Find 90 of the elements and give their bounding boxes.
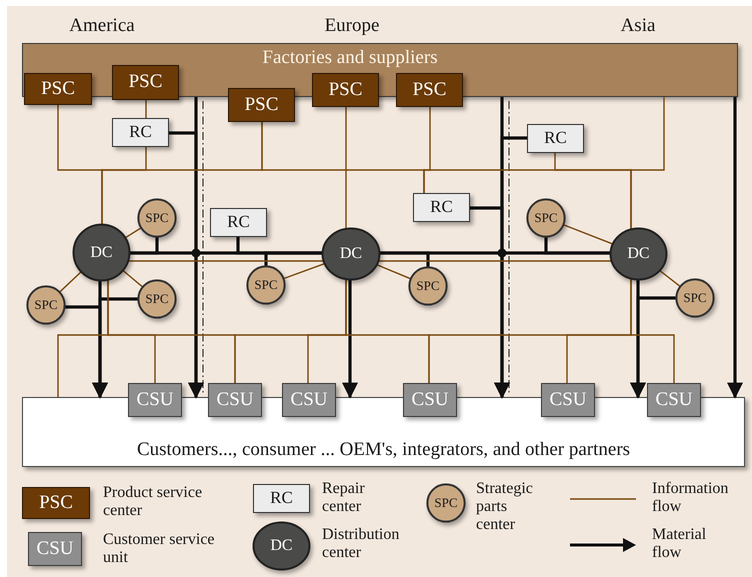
information-flow-line (125, 227, 142, 238)
material-flow-line (544, 237, 610, 255)
node-label: CSU (290, 390, 328, 410)
strategic-parts-circle (676, 279, 714, 317)
material-flow-line (630, 296, 676, 399)
information-flow-line (345, 107, 347, 228)
repair-center-box (210, 208, 267, 237)
distribution-center-circle (322, 228, 380, 280)
customer-service-unit-box (128, 383, 182, 417)
strategic-parts-circle (138, 199, 176, 237)
legend-label: Product service center (103, 484, 204, 520)
material-flow-line (342, 280, 358, 399)
node-label: PSC (41, 78, 75, 100)
legend-label: Customer service unit (103, 531, 216, 567)
information-flow-line (630, 279, 675, 383)
swatch-label: RC (270, 489, 293, 508)
region-heading: America (69, 15, 135, 37)
information-flow-line (128, 260, 324, 262)
node-label: DC (340, 245, 362, 263)
node-label: PSC (412, 80, 446, 100)
legend-label: Strategic parts center (476, 480, 534, 534)
swatch-label: PSC (39, 492, 73, 514)
customer-service-unit-box (403, 383, 457, 417)
product-service-center-box (228, 88, 295, 122)
swatch-label: CSU (36, 538, 74, 560)
node-label: CSU (656, 390, 692, 410)
strategic-parts-circle (527, 199, 565, 237)
node-label: CSU (216, 390, 254, 410)
repair-center-box (413, 193, 470, 222)
region-heading: Europe (324, 15, 380, 37)
strategic-parts-circle (138, 280, 176, 318)
product-service-center-box (24, 73, 92, 105)
node-label: Customers..., consumer ... OEM's, integrators, and other partners (136, 440, 630, 461)
node-label: DC (627, 245, 650, 263)
information-flow-line (59, 272, 82, 292)
information-flow-line (122, 270, 143, 288)
node-label: CSU (136, 390, 174, 410)
material-flow-line (130, 237, 159, 255)
swatch-label: DC (270, 537, 293, 555)
customer-service-unit-box (541, 383, 595, 417)
legend-label: Distribution center (322, 526, 400, 562)
customer-service-unit-box (208, 383, 262, 417)
swatch-label: SPC (434, 496, 458, 510)
customer-service-unit-box (282, 383, 336, 417)
node-label: SPC (254, 278, 278, 292)
node-label: SPC (145, 210, 169, 226)
information-flow-line (145, 100, 147, 118)
node-label: RC (227, 213, 250, 232)
information-flow-line (660, 270, 680, 287)
material-flow-line (380, 251, 430, 267)
node-label: SPC (34, 298, 58, 312)
repair-center-box (527, 124, 584, 153)
region-heading: Asia (620, 15, 656, 37)
strategic-parts-circle (247, 266, 285, 304)
material-flow-line (727, 97, 743, 399)
information-flow-line (378, 260, 612, 262)
node-label: RC (544, 129, 567, 148)
distribution-center-circle (73, 224, 130, 281)
node-label: SPC (683, 290, 707, 306)
node-label: RC (129, 123, 152, 142)
information-flow-line (377, 264, 411, 280)
legend-label: Repair center (322, 480, 366, 516)
material-flow-line (264, 251, 322, 266)
customer-service-unit-box (647, 383, 701, 417)
node-label: CSU (550, 390, 586, 410)
product-service-center-box (312, 73, 379, 107)
node-label: PSC (328, 80, 362, 100)
node-label: PSC (244, 94, 278, 116)
product-service-center-box (396, 73, 463, 107)
material-flow-line (169, 131, 204, 399)
legend-label: Material flow (652, 526, 708, 562)
strategic-parts-circle (409, 267, 447, 305)
material-flow-line (470, 206, 510, 399)
node-label: CSU (412, 390, 448, 410)
distribution-center-circle (610, 228, 667, 280)
information-flow-line (630, 97, 665, 229)
material-flow-line (92, 297, 138, 399)
information-flow-line (284, 263, 324, 280)
node-label: SPC (145, 292, 169, 306)
product-service-center-box (112, 65, 179, 100)
node-label: RC (430, 198, 453, 217)
node-label: PSC (128, 72, 162, 93)
node-label: SPC (534, 210, 558, 226)
information-flow-line (563, 224, 613, 244)
strategic-parts-circle (27, 286, 65, 324)
node-label: DC (90, 244, 113, 262)
node-label: SPC (416, 278, 440, 294)
node-label: Factories and suppliers (262, 48, 438, 69)
legend-label: Information flow (652, 480, 730, 516)
repair-center-box (112, 118, 169, 147)
